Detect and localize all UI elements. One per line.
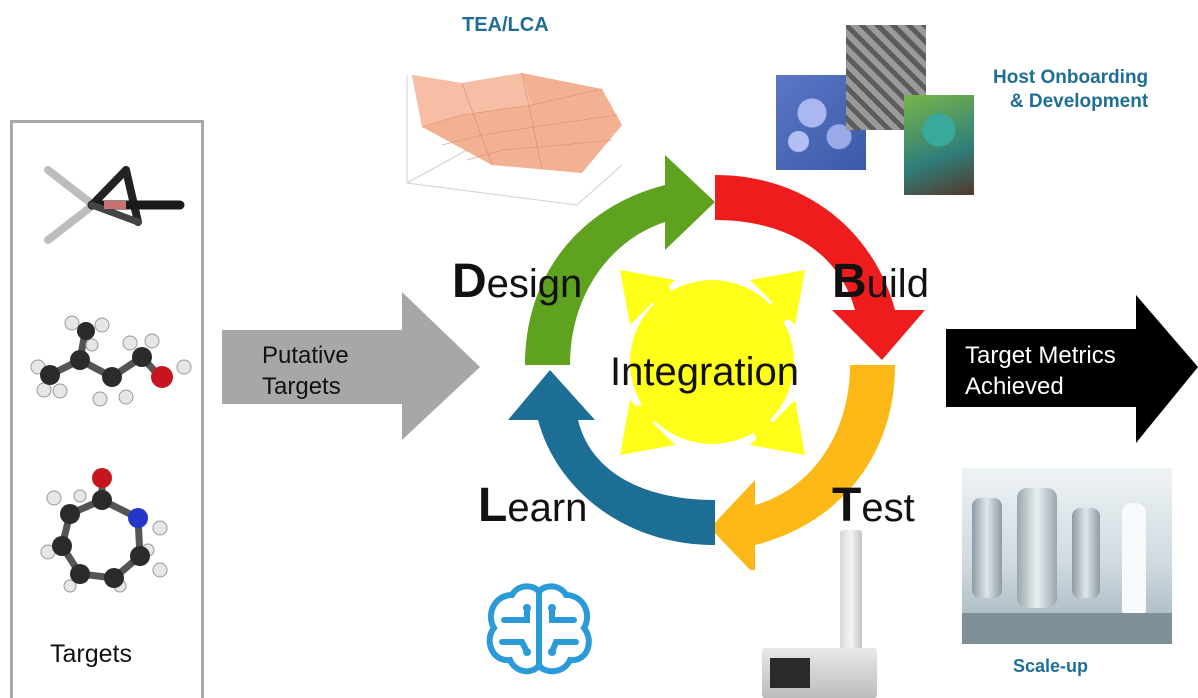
integration-center [620,270,805,455]
molecule-caprolactam-icon [40,468,168,593]
putative-targets-text: Putative Targets [262,340,349,402]
build-initial: B [832,255,867,308]
target-metrics-line-2: Achieved [965,373,1064,400]
test-rest: est [861,486,915,530]
tea-lca-surface-plot-image [406,72,623,206]
target-metrics-text: Target Metrics Achieved [965,340,1116,402]
target-metrics-line-1: Target Metrics [965,342,1116,369]
target-metrics-arrow [946,295,1198,443]
host-microscopy-collage-image [776,25,974,195]
mass-spectrometer-image [762,530,877,698]
integration-label: Integration [610,350,800,394]
molecule-alcohol-icon [30,315,192,407]
putative-line-1: Putative [262,342,349,369]
learn-label: Learn [478,478,587,533]
scale-up-label: Scale-up [1013,656,1089,676]
design-rest: esign [486,262,583,306]
tea-lca-label: TEA/LCA [462,14,549,36]
scale-up-facility-image [962,468,1172,644]
test-arc [710,365,895,570]
dbtl-cycle [508,155,925,570]
test-initial: T [832,479,862,532]
learn-arc [508,370,715,545]
host-onboarding-line-2: & Development [1009,91,1149,112]
design-arc [525,155,715,365]
ai-brain-icon [486,583,592,675]
putative-line-2: Targets [262,373,341,400]
host-onboarding-label: Host Onboarding & Development [993,66,1148,114]
build-arc [715,175,925,360]
targets-label: Targets [50,640,132,668]
design-initial: D [452,255,487,308]
test-label: Test [832,478,915,533]
build-rest: uild [866,262,929,306]
putative-targets-arrow [222,292,480,440]
build-label: Build [832,254,929,309]
design-label: Design [452,254,582,309]
learn-rest: earn [507,486,588,530]
targets-panel [10,120,204,698]
learn-initial: L [478,479,508,532]
molecule-bicyclic-icon [44,166,185,244]
host-onboarding-line-1: Host Onboarding [993,67,1149,88]
